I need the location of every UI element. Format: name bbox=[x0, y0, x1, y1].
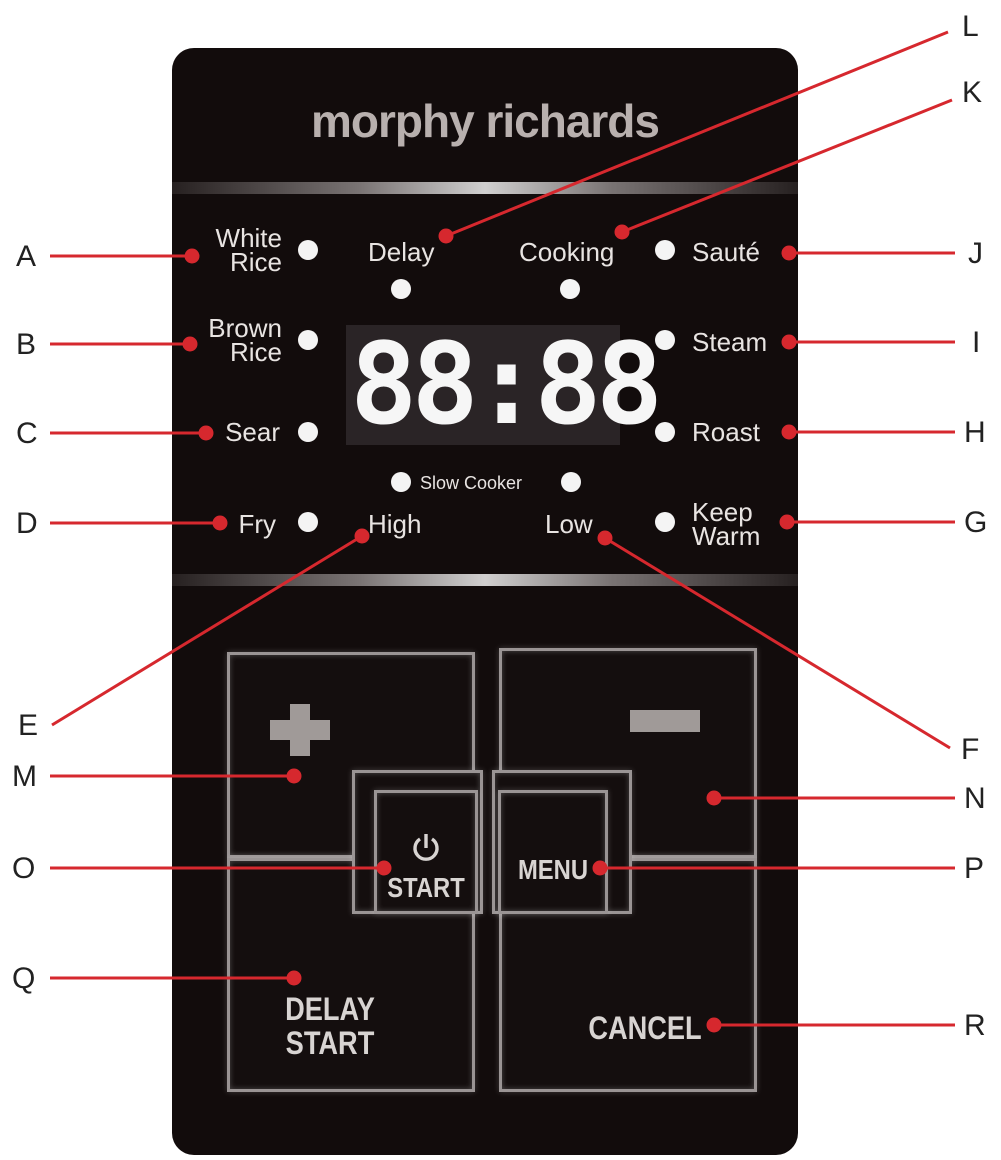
callout-letter-g: G bbox=[964, 506, 988, 539]
led-brown-rice bbox=[298, 330, 318, 350]
label-keep-warm-line1: Keep bbox=[692, 497, 753, 527]
power-icon bbox=[413, 834, 439, 861]
callout-letter-h: H bbox=[964, 416, 986, 449]
menu-button[interactable] bbox=[498, 790, 608, 914]
led-cooking bbox=[560, 279, 580, 299]
cancel-button-label: CANCEL bbox=[588, 1010, 702, 1046]
label-brown-rice-line1: Brown bbox=[208, 313, 282, 343]
label-cooking: Cooking bbox=[519, 237, 615, 267]
callout-letter-q: Q bbox=[12, 962, 36, 995]
leader-e bbox=[51, 534, 363, 727]
leader-f-dot bbox=[597, 530, 613, 546]
delay-start-label-line1: DELAY bbox=[285, 991, 375, 1027]
label-white-rice-line1: White bbox=[215, 223, 282, 253]
leader-d-dot bbox=[212, 515, 228, 531]
leader-k-dot bbox=[614, 224, 630, 240]
leader-r-dot bbox=[706, 1017, 722, 1033]
leader-o-dot bbox=[376, 860, 392, 876]
callout-letter-f: F bbox=[961, 733, 980, 766]
callout-letter-m: M bbox=[12, 760, 37, 793]
label-steam: Steam bbox=[692, 327, 768, 357]
callout-letter-d: D bbox=[16, 507, 38, 540]
led-keep-warm bbox=[655, 512, 675, 532]
delay-start-label: DELAY START bbox=[271, 992, 390, 1060]
callout-letter-j: J bbox=[968, 237, 983, 270]
leader-p-dot bbox=[592, 860, 608, 876]
led-saute bbox=[655, 240, 675, 260]
leader-m-dot bbox=[286, 768, 302, 784]
callout-letter-k: K bbox=[962, 76, 983, 109]
callout-letter-r: R bbox=[964, 1009, 986, 1042]
start-button[interactable] bbox=[374, 790, 478, 914]
led-slow-cooker-high bbox=[391, 472, 411, 492]
callout-letter-n: N bbox=[964, 782, 986, 815]
label-sear: Sear bbox=[225, 417, 280, 447]
leader-e-dot bbox=[354, 528, 370, 544]
minus-icon bbox=[630, 710, 700, 732]
plus-icon-horizontal bbox=[270, 720, 330, 740]
label-fry: Fry bbox=[238, 509, 276, 539]
leader-f bbox=[604, 536, 951, 750]
leader-l-dot bbox=[438, 228, 454, 244]
leader-l bbox=[445, 30, 949, 238]
callout-letter-p: P bbox=[964, 852, 985, 885]
label-keep-warm: Keep Warm bbox=[692, 497, 761, 551]
leader-j-dot bbox=[781, 245, 797, 261]
leader-k bbox=[621, 98, 953, 234]
led-delay bbox=[391, 279, 411, 299]
leader-n-dot bbox=[706, 790, 722, 806]
label-delay: Delay bbox=[368, 237, 435, 267]
callout-letter-b: B bbox=[16, 328, 37, 361]
label-low: Low bbox=[545, 509, 593, 539]
top-divider bbox=[172, 182, 798, 194]
start-button-label: START bbox=[387, 872, 465, 903]
leader-g-dot bbox=[779, 514, 795, 530]
label-slow-cooker: Slow Cooker bbox=[420, 473, 523, 493]
label-roast: Roast bbox=[692, 417, 760, 447]
label-white-rice-line2: Rice bbox=[229, 247, 282, 277]
bottom-divider bbox=[172, 574, 798, 586]
led-white-rice bbox=[298, 240, 318, 260]
led-roast bbox=[655, 422, 675, 442]
brand-logo: morphy richards bbox=[311, 95, 660, 147]
callout-letter-o: O bbox=[12, 852, 36, 885]
callout-letter-e: E bbox=[18, 709, 39, 742]
leader-q-dot bbox=[286, 970, 302, 986]
label-saute: Sauté bbox=[692, 237, 760, 267]
leader-i-dot bbox=[781, 334, 797, 350]
menu-button-label: MENU bbox=[517, 854, 589, 885]
time-display-digits: 88:88 bbox=[350, 320, 663, 450]
leader-b-dot bbox=[182, 336, 198, 352]
leader-h-dot bbox=[781, 424, 797, 440]
leader-c-dot bbox=[198, 425, 214, 441]
callout-letter-i: I bbox=[972, 326, 981, 359]
led-steam bbox=[655, 330, 675, 350]
label-high: High bbox=[368, 509, 422, 539]
callout-letter-c: C bbox=[16, 417, 38, 450]
led-slow-cooker-low bbox=[561, 472, 581, 492]
leader-a-dot bbox=[184, 248, 200, 264]
callout-letter-l: L bbox=[962, 10, 979, 43]
label-brown-rice-line2: Rice bbox=[229, 337, 282, 367]
delay-start-label-line2: START bbox=[285, 1025, 375, 1061]
label-keep-warm-line2: Warm bbox=[692, 521, 761, 551]
led-sear bbox=[298, 422, 318, 442]
time-display bbox=[346, 325, 620, 445]
label-brown-rice: Brown Rice bbox=[180, 313, 282, 367]
label-white-rice: White Rice bbox=[180, 223, 282, 277]
callout-letter-a: A bbox=[16, 240, 37, 273]
led-fry bbox=[298, 512, 318, 532]
